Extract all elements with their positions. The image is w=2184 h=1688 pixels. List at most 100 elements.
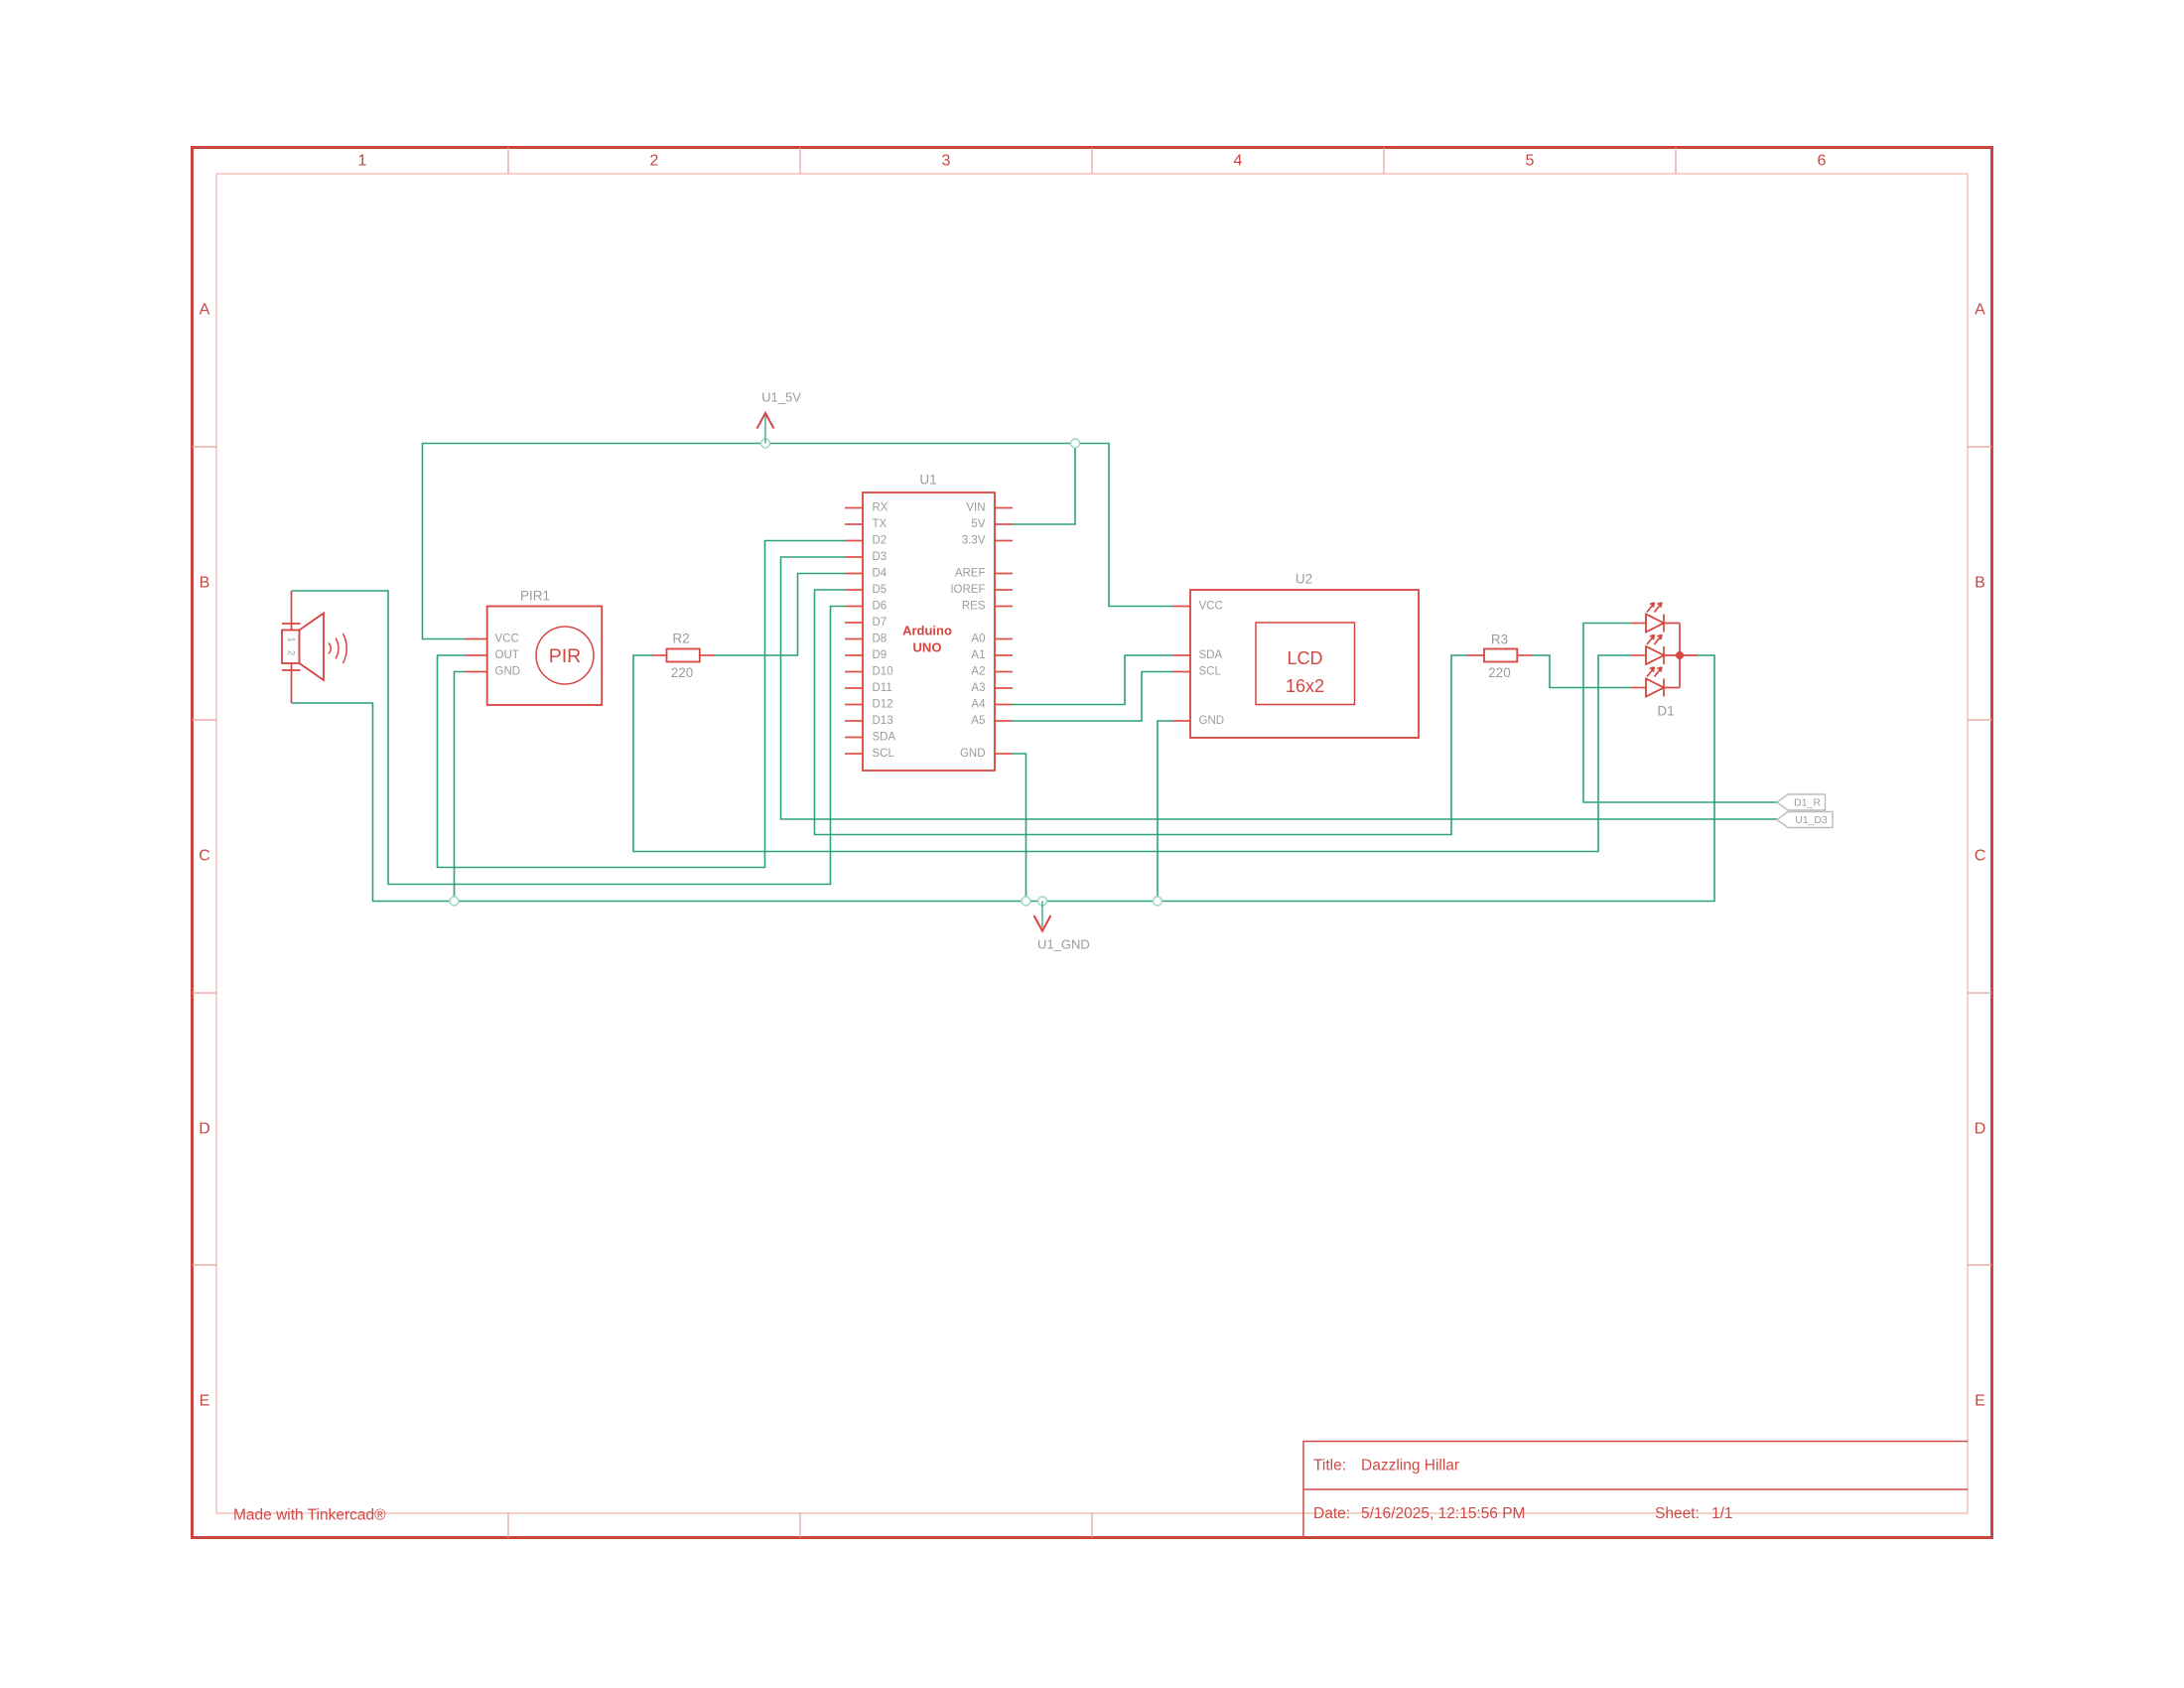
row-label-c-right: C [1975, 848, 1986, 865]
speaker-sound-waves-icon [328, 633, 347, 664]
arduino-pin-a3: A3 [971, 682, 985, 694]
power-arrow-up-icon [755, 410, 775, 429]
pir-pin-out-label: OUT [495, 649, 519, 661]
speaker-cone-icon [298, 611, 325, 682]
speaker-body [281, 629, 301, 664]
arduino-pin-d2: D2 [873, 535, 887, 547]
row-label-a-right: A [1975, 302, 1985, 319]
title-value: Dazzling Hillar [1361, 1458, 1459, 1475]
ground-arrow-down-icon [1032, 914, 1052, 933]
r2-value-label: 220 [671, 665, 694, 680]
net-flag-u1-d3-icon [1775, 810, 1834, 829]
power-net-label: U1_5V [761, 390, 801, 405]
arduino-pin-a0: A0 [971, 633, 985, 645]
lcd-pin-stubs [1172, 605, 1190, 722]
r3-ref-label: R3 [1491, 633, 1508, 647]
led-cluster-component: D1 [1630, 602, 1698, 719]
date-label: Date: [1313, 1505, 1350, 1522]
arduino-name-line1: Arduino [902, 624, 952, 638]
lcd-name-line1: LCD [1287, 648, 1322, 668]
wire-junctions [449, 438, 1163, 907]
date-value: 5/16/2025, 12:15:56 PM [1361, 1505, 1525, 1522]
sheet-label: Sheet: [1655, 1505, 1700, 1522]
power-net-u1-5v: U1_5V [755, 390, 801, 444]
arduino-pin-vin: VIN [966, 502, 985, 514]
pir-pin-stubs [465, 637, 487, 673]
ground-net-label: U1_GND [1037, 937, 1090, 952]
frame-column-ticks-top [507, 147, 1677, 174]
arduino-ref-label: U1 [919, 473, 936, 488]
arduino-pin-a1: A1 [971, 649, 985, 661]
arduino-pin-scl: SCL [873, 748, 895, 760]
row-label-a-left: A [200, 302, 210, 319]
column-label-6: 6 [1818, 153, 1827, 170]
arduino-pin-d9: D9 [873, 649, 887, 661]
frame-row-ticks-left [192, 446, 216, 1266]
wire-a4-to-sda [1013, 654, 1172, 706]
pir-ref-label: PIR1 [520, 589, 550, 604]
arduino-left-pin-stubs [845, 506, 863, 755]
lcd-body [1189, 589, 1420, 739]
arduino-pin-d10: D10 [873, 666, 893, 678]
lcd-pin-vcc-label: VCC [1199, 601, 1223, 613]
column-label-5: 5 [1526, 153, 1535, 170]
wire-d5-to-r3 [813, 589, 1467, 836]
wire-d3-to-flag [779, 556, 1777, 820]
arduino-pin-a4: A4 [971, 699, 986, 711]
junction-gnd-arduino [1021, 896, 1031, 907]
resistor-r3-component: R3 220 [1467, 633, 1532, 680]
net-flags: D1_R U1_D3 [1775, 793, 1834, 829]
arduino-pin-d4: D4 [873, 568, 887, 580]
wire-lcd-gnd-branch [1157, 720, 1172, 902]
made-with-tinkercad-label: Made with Tinkercad® [233, 1507, 386, 1524]
row-label-b-left: B [200, 575, 210, 592]
arduino-pin-d7: D7 [873, 617, 887, 629]
frame-inner-border [215, 173, 1969, 1514]
wire-led-top-to-flag [1582, 622, 1777, 803]
wire-arduino-gnd-branch [1013, 753, 1027, 902]
r2-body [665, 647, 701, 663]
column-label-4: 4 [1234, 153, 1243, 170]
arduino-name-line2: UNO [913, 640, 942, 655]
row-label-d-left: D [199, 1121, 210, 1138]
pir-pin-gnd-label: GND [495, 666, 521, 678]
arduino-pin-a5: A5 [971, 715, 985, 727]
lcd-pin-sda-label: SDA [1199, 649, 1223, 661]
junction-gnd-pir [449, 896, 460, 907]
pir-pin-vcc-label: VCC [495, 633, 519, 645]
arduino-pin-rx: RX [873, 502, 888, 514]
ground-net-u1-gnd: U1_GND [1032, 901, 1090, 952]
row-label-d-right: D [1975, 1121, 1986, 1138]
arduino-pin-gnd: GND [960, 748, 986, 760]
r3-body [1483, 647, 1519, 663]
led-cathode-junction-dot [1676, 651, 1684, 659]
wire-pir-out-to-d2 [436, 539, 845, 869]
wire-d4-to-r2 [715, 572, 845, 656]
pir-lens-icon [535, 626, 595, 685]
resistor-r2-component: R2 220 [652, 632, 715, 680]
speaker-component: 1 2 [281, 591, 347, 703]
lcd-ref-label: U2 [1296, 572, 1312, 587]
speaker-pin-leads [282, 591, 301, 703]
arduino-body [862, 492, 996, 772]
lcd-pin-gnd-label: GND [1199, 715, 1225, 727]
led-bottom-icon [1630, 666, 1681, 698]
frame-column-ticks-bottom [507, 1513, 1093, 1538]
drawing-frame: 1 2 3 4 5 6 A B C D E A B C D E Made wit… [191, 146, 1993, 1539]
title-block: Title: Dazzling Hillar Date: 5/16/2025, … [1302, 1440, 1968, 1538]
arduino-pin-res: RES [962, 601, 986, 613]
wire-5v-arduino-branch [1013, 443, 1076, 525]
arduino-uno-component: U1 Arduino UNO RX TX D2 D3 D4 D5 D6 D7 D… [845, 473, 1013, 772]
speaker-pin-2-label: 2 [285, 650, 296, 655]
junction-5v-arduino [1069, 438, 1081, 449]
arduino-pin-d11: D11 [873, 682, 892, 694]
arduino-pin-ioref: IOREF [950, 584, 985, 596]
arduino-pin-aref: AREF [955, 568, 986, 580]
wire-r3-to-led-bottom [1532, 654, 1631, 689]
arduino-pin-d12: D12 [873, 699, 893, 711]
row-label-c-left: C [199, 848, 210, 865]
sheet-value: 1/1 [1711, 1505, 1733, 1522]
arduino-pin-tx: TX [873, 518, 887, 530]
row-label-e-right: E [1975, 1393, 1985, 1410]
